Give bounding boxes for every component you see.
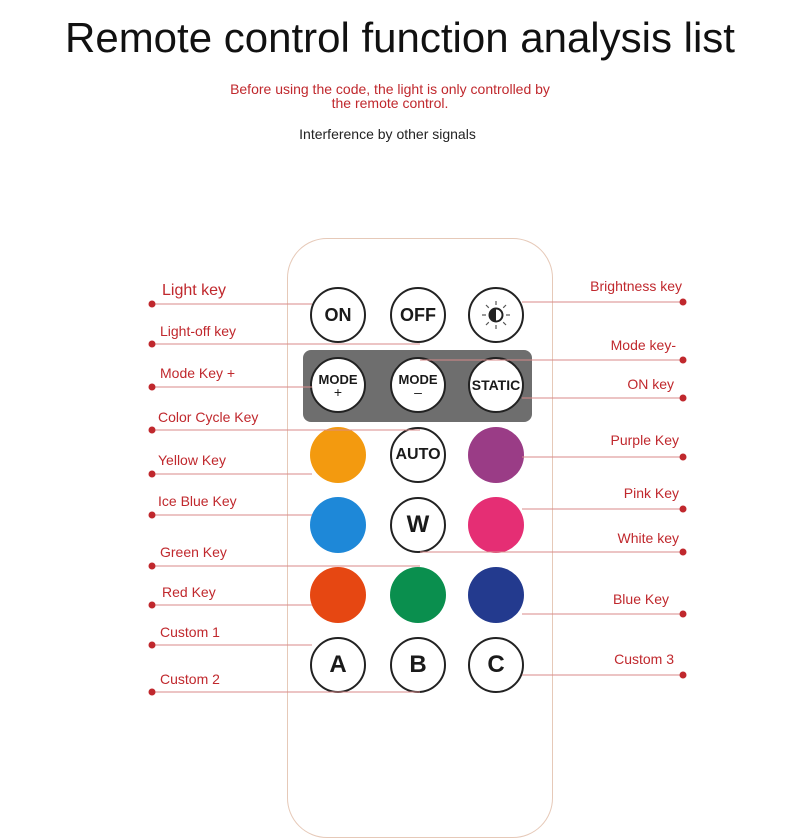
dot-on-key [679, 394, 687, 402]
dot-purple-key [679, 453, 687, 461]
label-white-key: White key [617, 530, 679, 546]
label-custom-1: Custom 1 [160, 624, 220, 640]
c-button-label: C [487, 651, 505, 678]
label-green-key: Green Key [160, 544, 227, 560]
w-button-label: W [406, 511, 430, 538]
label-ice-blue-key: Ice Blue Key [158, 493, 237, 509]
yellow-button[interactable] [310, 427, 366, 483]
mode-minus-sign: – [414, 383, 422, 400]
dot-red-key [148, 601, 156, 609]
dot-ice-blue-key [148, 511, 156, 519]
purple-button[interactable] [468, 427, 524, 483]
page-title: Remote control function analysis list [65, 14, 735, 61]
mode-plus-label: MODE [318, 371, 358, 387]
label-light-key: Light key [162, 282, 227, 299]
mode-minus-label: MODE [398, 371, 438, 387]
mode-plus-button[interactable]: MODE + [310, 357, 366, 413]
green-button[interactable] [390, 567, 446, 623]
dot-green-key [148, 562, 156, 570]
brightness-icon [482, 301, 510, 329]
blue-button[interactable] [468, 567, 524, 623]
usage-notice-line-2: the remote control. [331, 95, 449, 111]
label-color-cycle-key: Color Cycle Key [158, 409, 259, 425]
dot-brightness-key [679, 298, 687, 306]
label-red-key: Red Key [162, 584, 216, 600]
label-on-key: ON key [627, 376, 674, 392]
label-mode-key-minus: Mode key- [610, 337, 676, 353]
label-yellow-key: Yellow Key [158, 452, 226, 468]
red-button[interactable] [310, 567, 366, 623]
auto-button[interactable]: AUTO [390, 427, 446, 483]
dot-light-off-key [148, 340, 156, 348]
dot-custom-3 [679, 671, 687, 679]
mode-plus-sign: + [333, 383, 343, 400]
static-button[interactable]: STATIC [468, 357, 524, 413]
dot-yellow-key [148, 470, 156, 478]
usage-notice: Before using the code, the light is only… [190, 82, 590, 110]
dot-custom-2 [148, 688, 156, 696]
label-blue-key: Blue Key [612, 591, 669, 607]
dot-light-key [148, 300, 156, 308]
dot-custom-1 [148, 641, 156, 649]
off-button-label: OFF [400, 305, 436, 325]
label-custom-2: Custom 2 [160, 671, 220, 687]
on-button[interactable]: ON [310, 287, 366, 343]
dot-blue-key [679, 610, 687, 618]
leader-lines [148, 298, 687, 696]
auto-button-label: AUTO [395, 446, 441, 463]
brightness-button[interactable] [468, 287, 524, 343]
b-button-label: B [409, 651, 427, 678]
label-pink-key: Pink Key [623, 485, 679, 501]
mode-minus-button[interactable]: MODE – [390, 357, 446, 413]
label-light-off-key: Light-off key [160, 323, 237, 339]
interference-note: Interference by other signals [299, 126, 476, 142]
pink-button[interactable] [468, 497, 524, 553]
dot-color-cycle-key [148, 426, 156, 434]
dot-mode-key-plus [148, 383, 156, 391]
static-button-label: STATIC [471, 376, 521, 393]
label-custom-3: Custom 3 [614, 651, 674, 667]
label-purple-key: Purple Key [610, 432, 679, 448]
label-brightness-key: Brightness key [590, 278, 682, 294]
on-button-label: ON [324, 305, 352, 325]
dot-white-key [679, 548, 687, 556]
custom-c-button[interactable]: C [468, 637, 524, 693]
white-w-button[interactable]: W [390, 497, 446, 553]
a-button-label: A [329, 651, 347, 678]
usage-notice-line-1: Before using the code, the light is only… [230, 81, 550, 97]
label-mode-key-plus: Mode Key + [160, 365, 236, 381]
off-button[interactable]: OFF [390, 287, 446, 343]
dot-pink-key [679, 505, 687, 513]
ice-blue-button[interactable] [310, 497, 366, 553]
dot-mode-key-minus [679, 356, 687, 364]
